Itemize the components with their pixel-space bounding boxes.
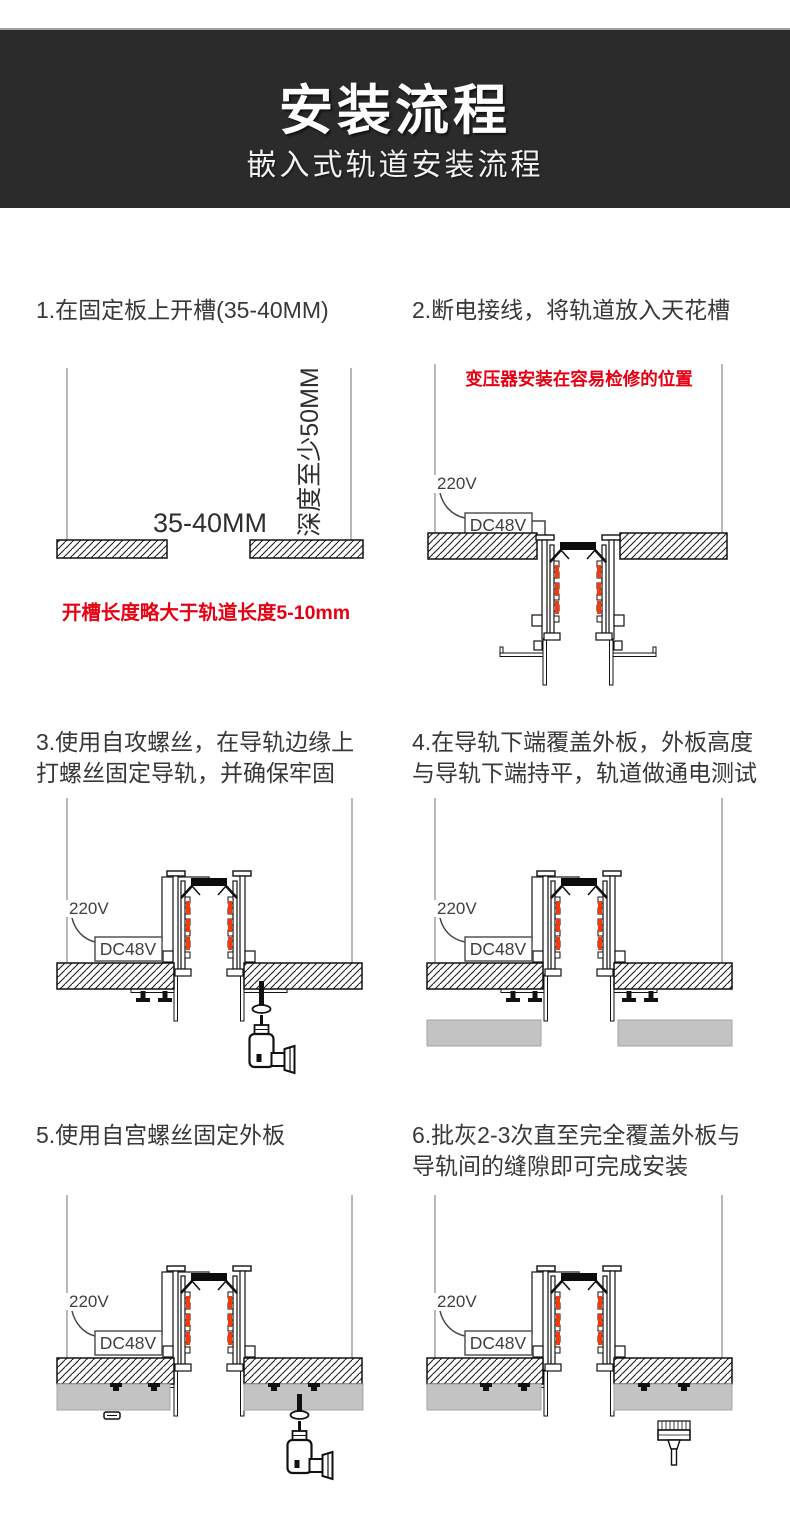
step-5-title: 5.使用自宫螺丝固定外板 xyxy=(36,1120,285,1151)
transformer-note: 变压器安装在容易检修的位置 xyxy=(465,369,693,389)
step-6-title: 6.批灰2-3次直至完全覆盖外板与 导轨间的缝隙即可完成安装 xyxy=(412,1120,740,1182)
voltage-label: 220V xyxy=(69,899,109,918)
ceiling-board-left xyxy=(427,532,538,560)
power-wire xyxy=(71,1310,96,1337)
step-4-line-2: 与导轨下端持平，轨道做通电测试 xyxy=(412,760,757,786)
step-1-title: 1.在固定板上开槽(35-40MM) xyxy=(36,295,329,326)
driver-box xyxy=(94,936,163,962)
driver-box xyxy=(464,1330,533,1356)
putty-brush-icon xyxy=(657,1420,691,1466)
label-backdrop xyxy=(66,900,108,917)
power-wire xyxy=(71,917,96,943)
label-backdrop xyxy=(434,900,476,917)
ceiling-board-left xyxy=(56,539,168,559)
power-wire xyxy=(439,492,466,519)
step-4-diagram: 220V DC48V xyxy=(426,798,733,1047)
voltage-label: 220V xyxy=(69,1292,109,1311)
step-2-diagram: 变压器安装在容易检修的位置 220V DC48V xyxy=(427,364,728,687)
ceiling-board-left xyxy=(426,1357,544,1385)
ceiling-board-right xyxy=(613,962,733,990)
driver-label: DC48V xyxy=(100,939,157,959)
step-1-line: 1.在固定板上开槽(35-40MM) xyxy=(36,297,329,323)
depth-note-label: 深度至少50MM xyxy=(296,367,324,536)
drill-icon xyxy=(248,1013,296,1075)
step-4-title: 4.在导轨下端覆盖外板，外板高度 与导轨下端持平，轨道做通电测试 xyxy=(412,727,757,789)
driver-box xyxy=(464,936,533,962)
header-banner: 安装流程 嵌入式轨道安装流程 xyxy=(0,28,790,208)
label-backdrop xyxy=(66,1293,108,1310)
ceiling-board-left xyxy=(56,962,175,990)
step-3-title: 3.使用自攻螺丝，在导轨边缘上 打螺丝固定导轨，并确保牢固 xyxy=(36,727,354,789)
page-title: 安装流程 xyxy=(279,81,511,141)
cover-panel-left xyxy=(426,1019,542,1047)
driver-label: DC48V xyxy=(470,1333,527,1353)
step-5-diagram: 220V DC48V xyxy=(56,1195,364,1481)
step-3-line-2: 打螺丝固定导轨，并确保牢固 xyxy=(36,760,335,786)
power-wire xyxy=(439,917,466,943)
ceiling-board-right xyxy=(243,1357,363,1385)
ceiling-board-right xyxy=(249,539,364,559)
label-backdrop xyxy=(434,1293,476,1310)
ceiling-board-left xyxy=(426,962,544,990)
label-backdrop xyxy=(434,475,476,493)
screw-being-driven xyxy=(297,1394,302,1412)
slot-length-note: 开槽长度略大于轨道长度5-10mm xyxy=(62,601,350,624)
driver-box xyxy=(94,1330,163,1356)
step-5-line: 5.使用自宫螺丝固定外板 xyxy=(36,1122,286,1148)
ceiling-board-left xyxy=(56,1357,175,1385)
screw-being-driven xyxy=(259,981,264,1007)
step-2-title: 2.断电接线，将轨道放入天花槽 xyxy=(412,295,730,326)
voltage-label: 220V xyxy=(437,474,477,493)
driver-label: DC48V xyxy=(470,515,527,535)
driver-wire xyxy=(532,520,546,536)
voltage-label: 220V xyxy=(437,1292,477,1311)
page-subtitle: 嵌入式轨道安装流程 xyxy=(246,149,544,182)
slot-width-label: 35-40MM xyxy=(153,508,267,538)
step-6-diagram: 220V DC48V xyxy=(426,1195,733,1466)
ceiling-board-right xyxy=(619,532,728,560)
step-2-line: 2.断电接线，将轨道放入天花槽 xyxy=(412,297,731,323)
power-wire xyxy=(439,1310,466,1337)
step-1-diagram: 深度至少50MM 35-40MM 开槽长度略大于轨道长度5-10mm xyxy=(56,367,364,624)
cover-panel-right xyxy=(613,1383,733,1411)
ceiling-board-right xyxy=(613,1357,733,1385)
screw-washer xyxy=(289,1410,310,1420)
drill-icon xyxy=(286,1419,334,1481)
step-3-line-1: 3.使用自攻螺丝，在导轨边缘上 xyxy=(36,729,355,755)
step-3-diagram: 220V DC48V xyxy=(56,798,363,1075)
driver-label: DC48V xyxy=(100,1333,157,1353)
step-6-line-1: 6.批灰2-3次直至完全覆盖外板与 xyxy=(412,1122,741,1148)
voltage-label: 220V xyxy=(437,899,477,918)
step-4-line-1: 4.在导轨下端覆盖外板，外板高度 xyxy=(412,729,754,755)
step-6-line-2: 导轨间的缝隙即可完成安装 xyxy=(412,1153,688,1179)
cover-panel-right xyxy=(243,1383,364,1411)
screw-washer xyxy=(251,1004,272,1014)
cover-panel-right xyxy=(617,1019,733,1047)
driver-label: DC48V xyxy=(470,939,527,959)
